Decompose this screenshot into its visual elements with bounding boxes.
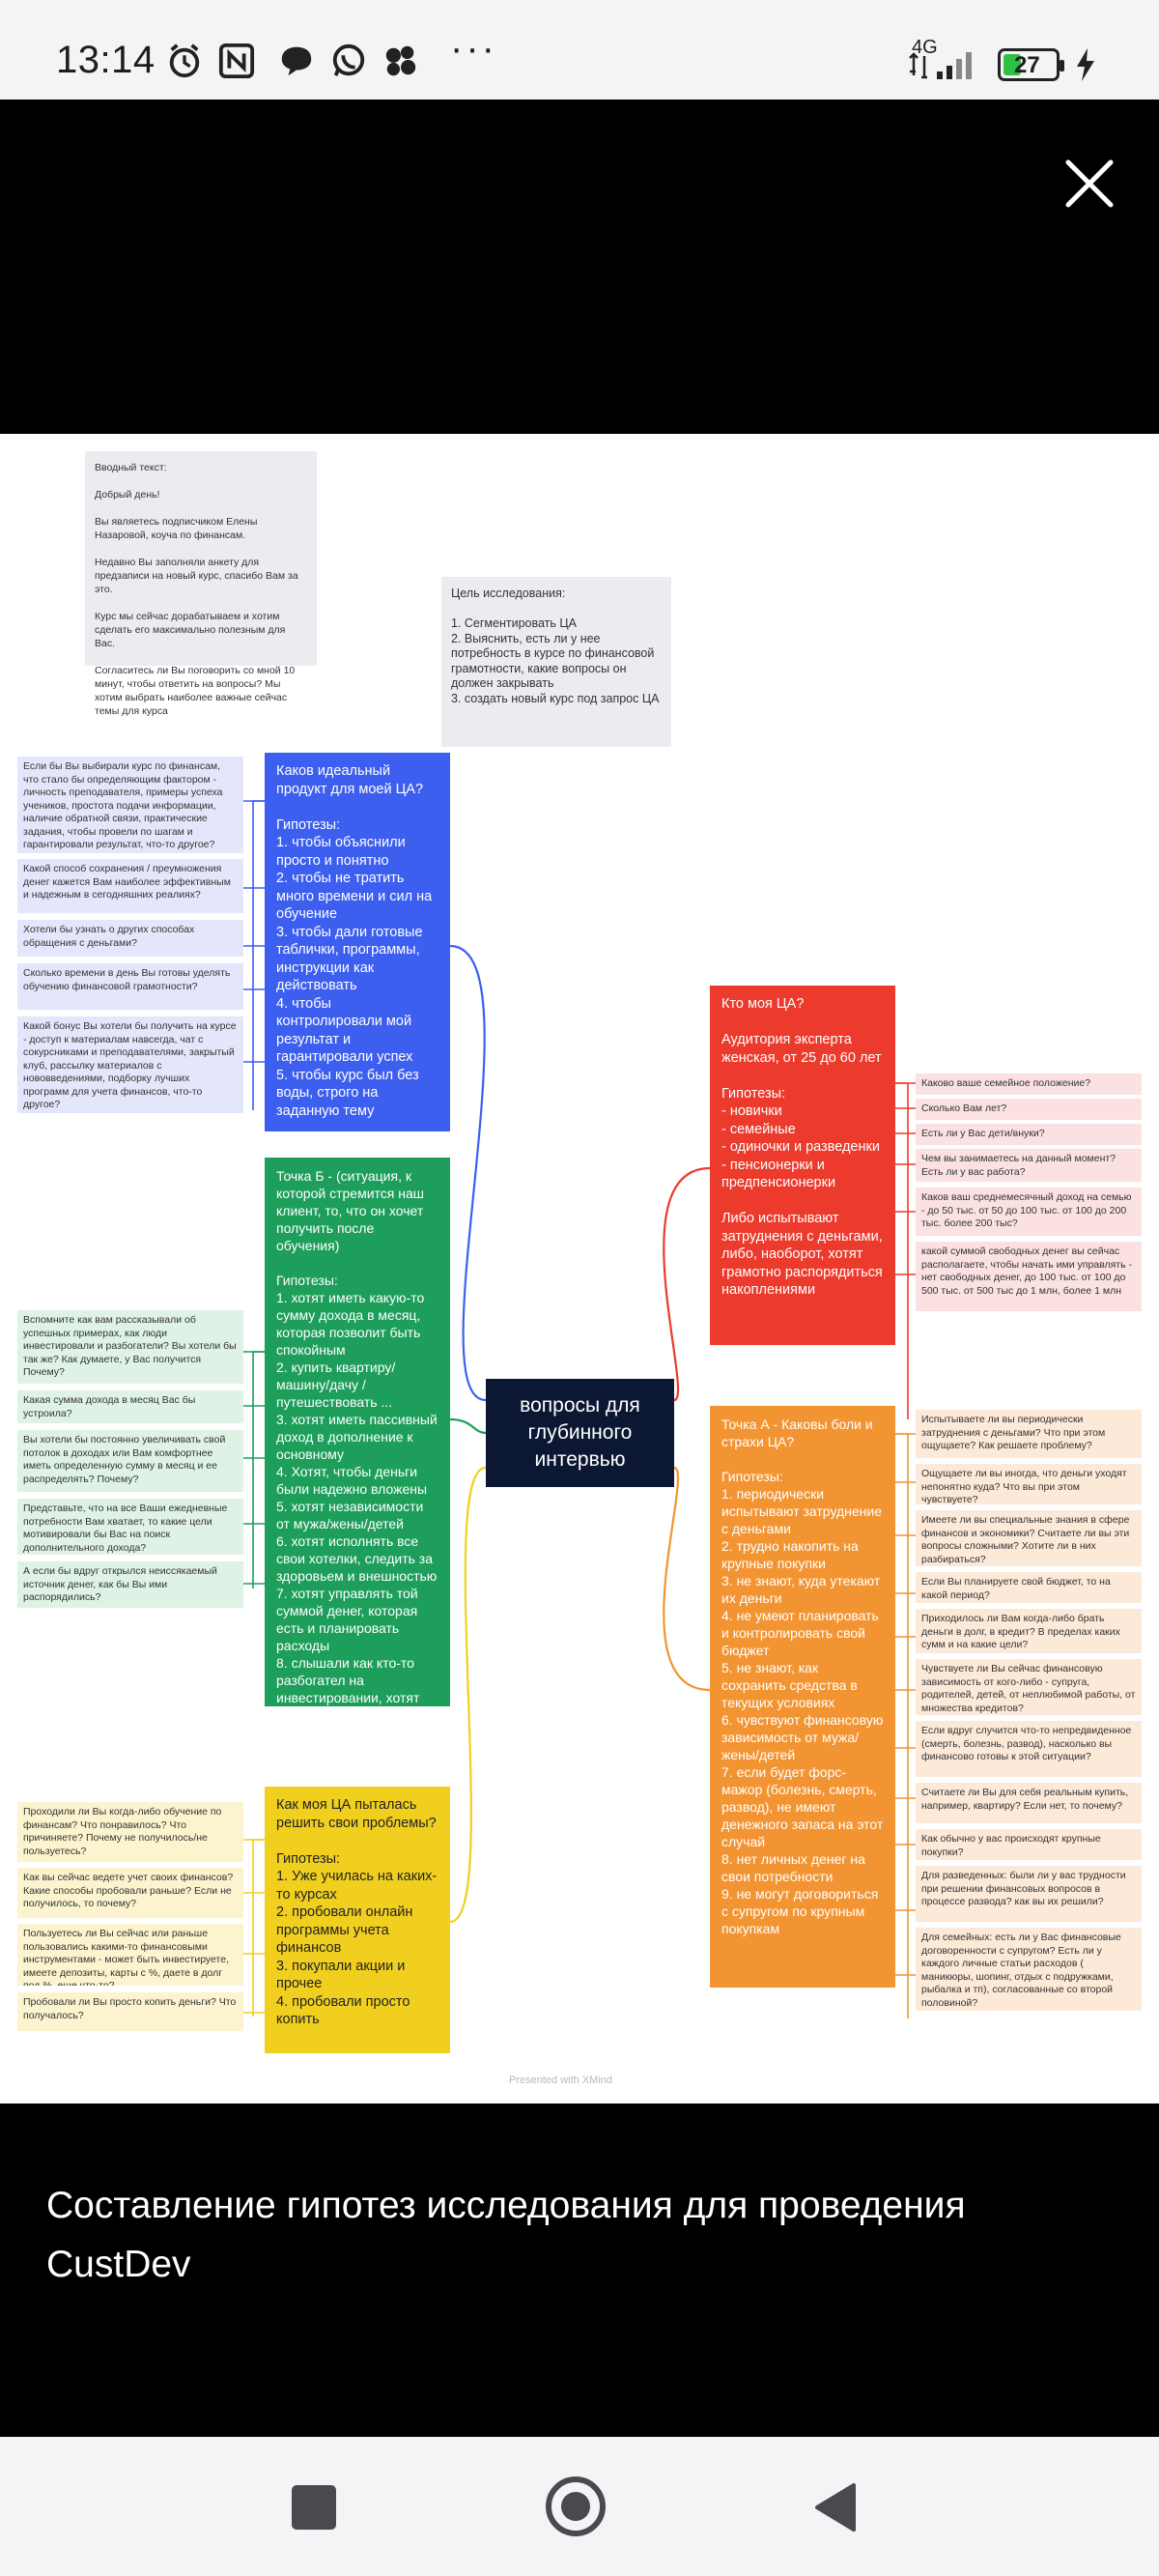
question-item: какой суммой свободных денег вы сейчас р…	[916, 1242, 1142, 1311]
home-icon[interactable]	[546, 2476, 606, 2536]
mindmap-image[interactable]: Вводный текст: Добрый день! Вы являетесь…	[0, 434, 1159, 2104]
question-item: Вспомните как вам рассказывали об успешн…	[17, 1310, 243, 1384]
question-item: Для семейных: есть ли у Вас финансовые д…	[916, 1928, 1142, 2011]
question-item: Представьте, что на все Ваши ежедневные …	[17, 1499, 243, 1555]
question-item: Сколько времени в день Вы готовы уделять…	[17, 963, 243, 1010]
image-caption: Составление гипотез исследования для про…	[46, 2185, 966, 2285]
signal-icon	[909, 52, 972, 79]
ideal-product-node: Каков идеальный продукт для моей ЦА? Гип…	[265, 753, 450, 1131]
question-item: Каков ваш среднемесячный доход на семью …	[916, 1188, 1142, 1236]
question-item: Хотели бы узнать о других способах обращ…	[17, 920, 243, 957]
research-goal-note: Цель исследования: 1. Сегментировать ЦА …	[441, 577, 671, 747]
question-item: Приходилось ли Вам когда-либо брать день…	[916, 1609, 1142, 1653]
more-notifications: ···	[450, 27, 497, 70]
target-audience-node: Кто моя ЦА? Аудитория эксперта женская, …	[710, 986, 895, 1345]
close-icon[interactable]	[1060, 155, 1118, 213]
question-item: Имеете ли вы специальные знания в сфере …	[916, 1510, 1142, 1566]
question-item: Проходили ли Вы когда-либо обучение по ф…	[17, 1802, 243, 1862]
question-item: Если вдруг случится что-то непредвиденно…	[916, 1721, 1142, 1777]
question-item: Для разведенных: были ли у вас трудности…	[916, 1866, 1142, 1922]
question-item: Считаете ли Вы для себя реальным купить,…	[916, 1783, 1142, 1823]
central-topic-node: вопросы для глубинного интервью	[486, 1379, 674, 1487]
question-item: Вы хотели бы постоянно увеличивать свой …	[17, 1430, 243, 1492]
question-item: Каково ваше семейное положение?	[916, 1073, 1142, 1095]
question-item: Если Вы планируете свой бюджет, то на ка…	[916, 1572, 1142, 1603]
question-item: Какая сумма дохода в месяц Вас бы устрои…	[17, 1390, 243, 1423]
question-item: Пользуетесь ли Вы сейчас или раньше поль…	[17, 1924, 243, 1986]
nfc-icon	[218, 43, 255, 79]
battery-level: 27	[1014, 52, 1040, 78]
recent-apps-icon[interactable]	[292, 2485, 336, 2530]
question-item: Если бы Вы выбирали курс по финансам, чт…	[17, 757, 243, 853]
question-item: Есть ли у Вас дети/внуки?	[916, 1124, 1142, 1145]
dots-app-icon	[385, 45, 416, 76]
question-item: Сколько Вам лет?	[916, 1099, 1142, 1120]
question-item: Ощущаете ли вы иногда, что деньги уходят…	[916, 1464, 1142, 1504]
question-item: Какой способ сохранения / преумножения д…	[17, 859, 243, 913]
back-icon[interactable]	[813, 2481, 858, 2533]
intro-note: Вводный текст: Добрый день! Вы являетесь…	[85, 451, 317, 717]
clock: 13:14	[56, 39, 155, 81]
navigation-bar	[0, 2437, 1159, 2576]
question-item: Чем вы занимаетесь на данный момент? Ест…	[916, 1149, 1142, 1182]
point-a-node: Точка А - Каковы боли и страхи ЦА? Гипот…	[710, 1406, 895, 1988]
question-item: Как вы сейчас ведете учет своих финансов…	[17, 1868, 243, 1918]
battery-indicator: 27	[998, 48, 1064, 81]
charging-icon	[1077, 48, 1094, 81]
point-b-node: Точка Б - (ситуация, к которой стремится…	[265, 1158, 450, 1723]
question-item: А если бы вдруг открылся неиссякаемый ис…	[17, 1561, 243, 1608]
question-item: Как обычно у вас происходят крупные поку…	[916, 1829, 1142, 1860]
mindmap-connectors	[243, 800, 916, 2018]
question-item: Пробовали ли Вы просто копить деньги? Чт…	[17, 1992, 243, 2031]
question-item: Испытываете ли вы периодически затруднен…	[916, 1410, 1142, 1458]
question-item: Какой бонус Вы хотели бы получить на кур…	[17, 1016, 243, 1113]
question-item: Чувствуете ли Вы сейчас финансовую завис…	[916, 1659, 1142, 1715]
network-type: 4G	[912, 37, 938, 58]
xmind-credit: Presented with XMind	[509, 2075, 612, 2086]
alarm-icon	[169, 43, 200, 78]
chat-icon	[281, 46, 312, 76]
past-attempts-node: Как моя ЦА пыталась решить свои проблемы…	[265, 1787, 450, 2053]
status-bar: 13:14 ··· 4G 27	[0, 0, 1159, 100]
whatsapp-icon	[332, 43, 365, 76]
